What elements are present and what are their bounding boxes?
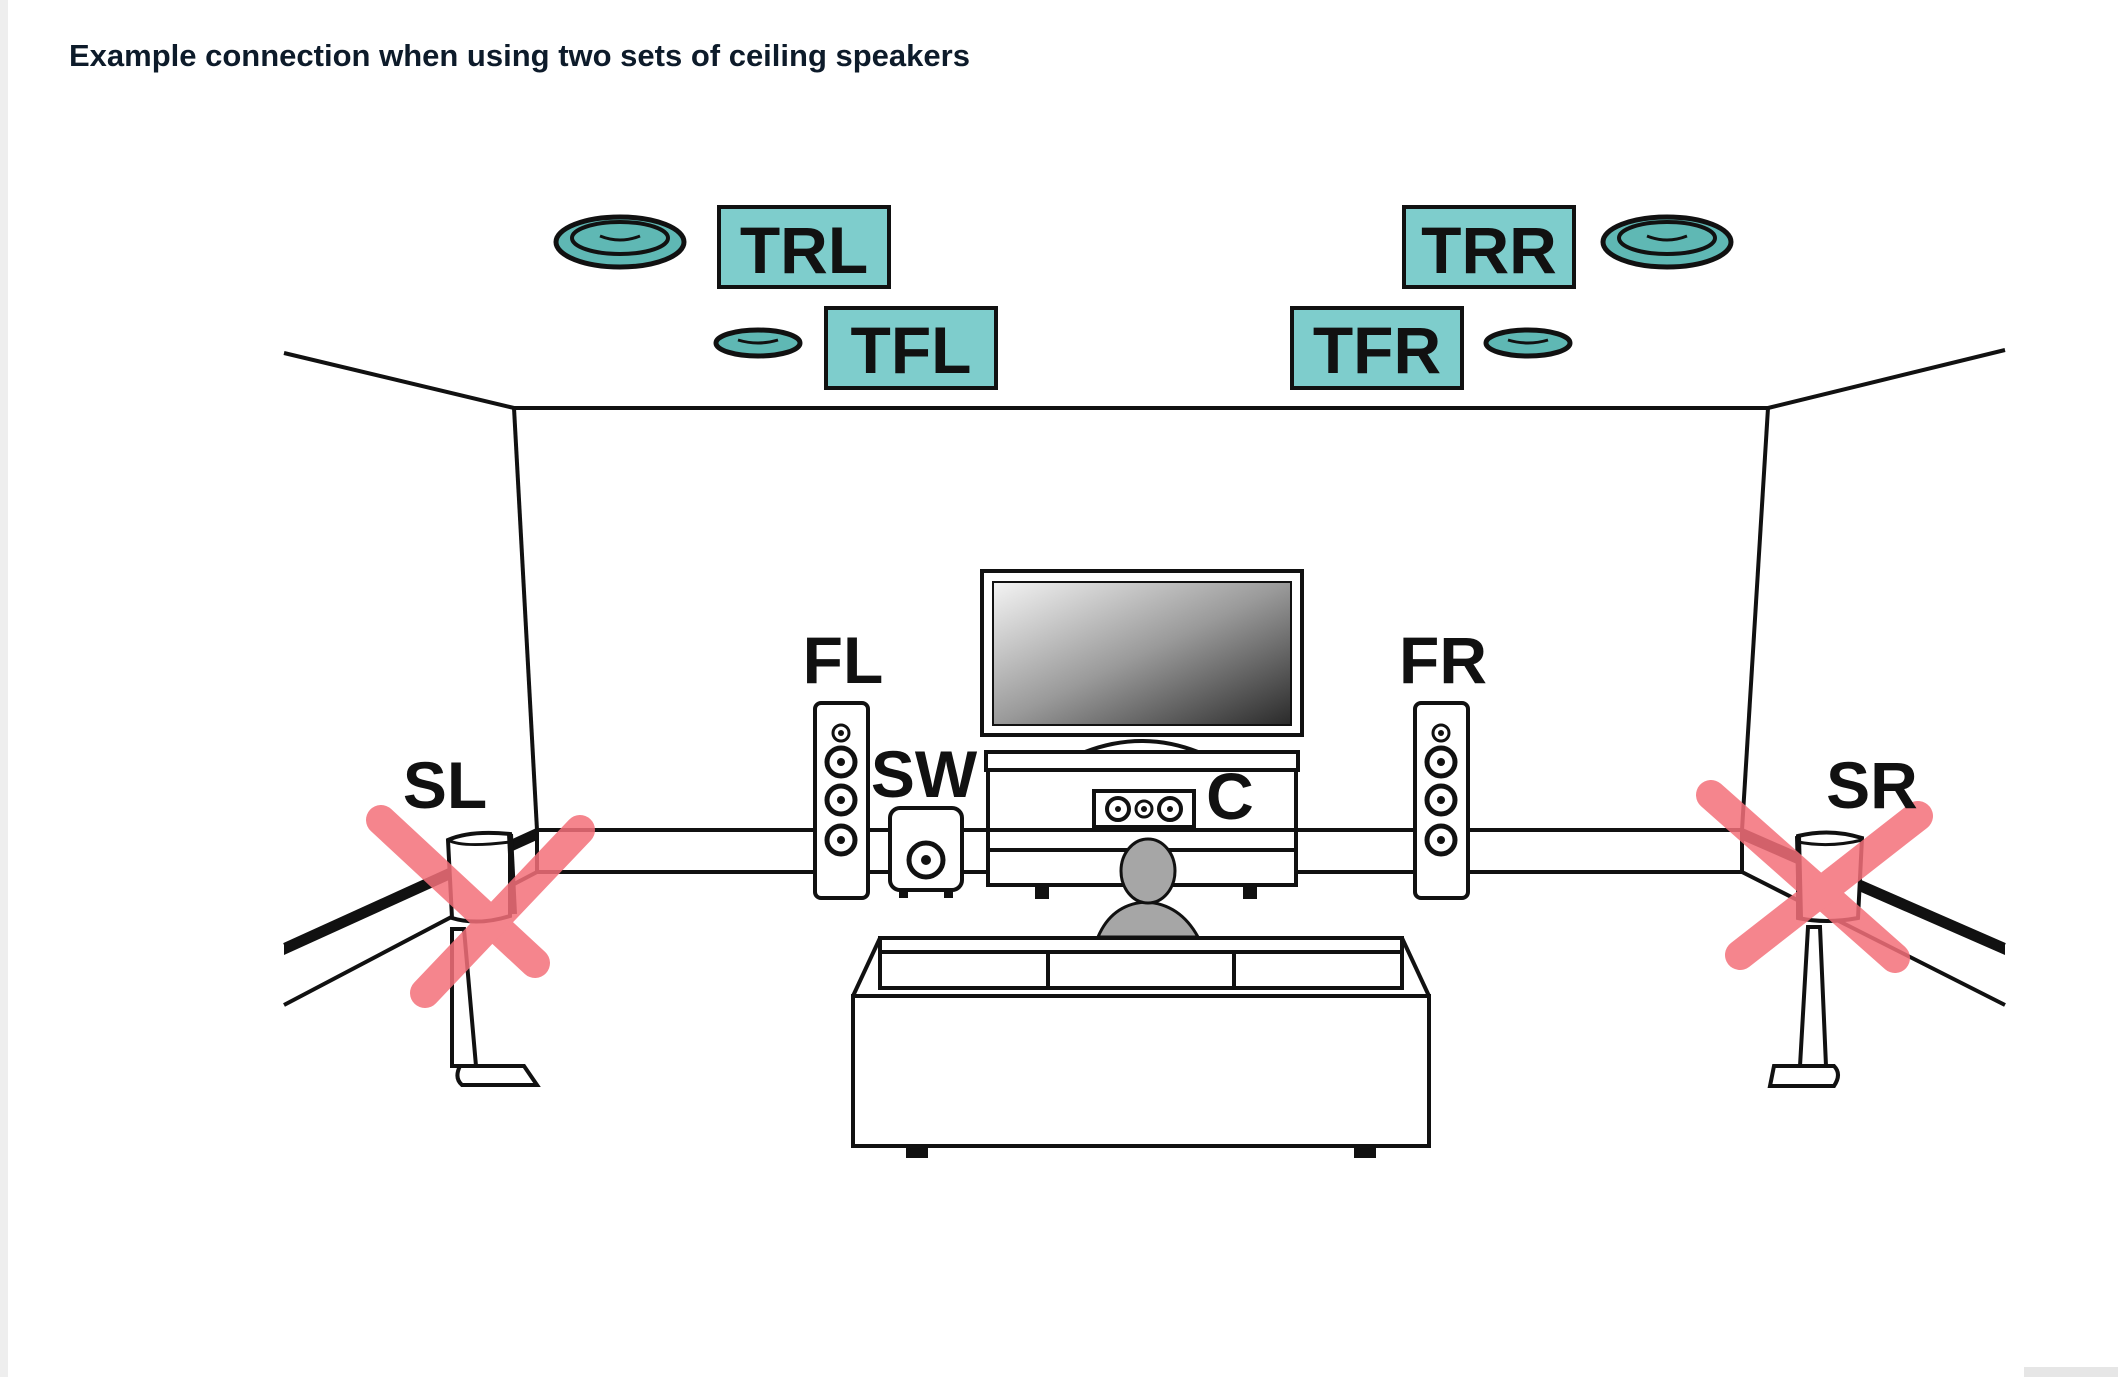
label-sr: SR (1826, 748, 1918, 822)
label-box-tfr: TFR (1290, 306, 1464, 390)
label-trr: TRR (1421, 213, 1557, 287)
page-title: Example connection when using two sets o… (69, 38, 970, 73)
label-box-trr: TRR (1402, 205, 1576, 289)
label-fl: FL (803, 623, 884, 697)
ceiling-speaker-icon (1600, 214, 1734, 270)
front-right-speaker-icon (1413, 701, 1470, 900)
listener-icon (1095, 837, 1201, 939)
front-left-speaker-icon (813, 701, 870, 900)
ceiling-speaker-icon (713, 327, 803, 359)
label-box-trl: TRL (717, 205, 891, 289)
label-tfl: TFL (851, 313, 972, 387)
cross-mark-icon (366, 805, 595, 1008)
center-speaker-icon (1092, 789, 1196, 829)
label-sl: SL (403, 748, 487, 822)
label-c: C (1206, 759, 1254, 833)
label-fr: FR (1399, 623, 1487, 697)
ceiling-speaker-icon (1483, 327, 1573, 359)
left-edge-bar (0, 0, 8, 1377)
subwoofer-icon (888, 806, 964, 898)
ceiling-speaker-icon (553, 214, 687, 270)
label-trl: TRL (740, 213, 868, 287)
tv-icon (980, 569, 1304, 754)
cross-mark-icon (1696, 780, 1933, 973)
sofa-icon (851, 936, 1431, 1158)
label-tfr: TFR (1313, 313, 1441, 387)
corner-tab (2024, 1367, 2118, 1377)
label-sw: SW (871, 737, 978, 811)
label-box-tfl: TFL (824, 306, 998, 390)
